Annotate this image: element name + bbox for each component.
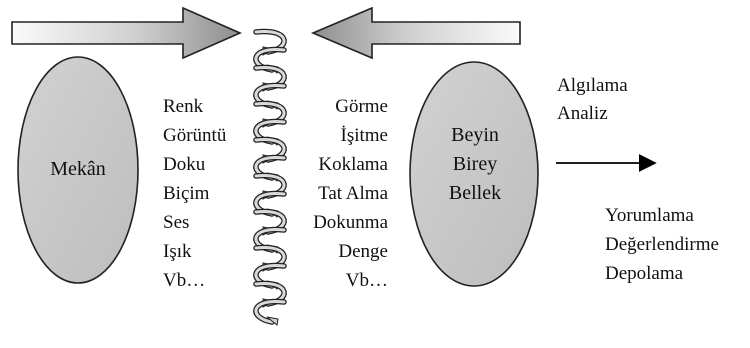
sense-item: İşitme: [340, 125, 389, 146]
block-arrow-right: [11, 6, 242, 60]
brain-line-3: Bellek: [448, 182, 502, 204]
process-item: Analiz: [557, 103, 608, 124]
stimulus-item: Görüntü: [163, 125, 227, 146]
process-list-bottom: Yorumlama Değerlendirme Depolama: [605, 201, 719, 288]
process-item: Yorumlama: [605, 205, 694, 226]
stimulus-item: Renk: [163, 96, 204, 117]
sense-item: Koklama: [318, 154, 388, 175]
stimuli-list: Renk Görüntü Doku Biçim Ses Işık Vb…: [163, 92, 226, 295]
helix-interaction: [253, 28, 287, 326]
process-item: Depolama: [605, 263, 684, 284]
sense-item: Tat Alma: [318, 183, 388, 204]
sense-item: Dokunma: [313, 212, 388, 233]
block-arrow-left: [310, 6, 521, 60]
stimulus-item: Vb…: [163, 270, 206, 291]
space-oval: [17, 56, 139, 284]
stimulus-item: Işık: [163, 241, 192, 262]
helix-arrowhead: [266, 316, 279, 326]
helix-swirl-highlight: [254, 300, 286, 324]
stimulus-item: Biçim: [163, 183, 210, 204]
brain-line-2: Birey: [452, 153, 498, 175]
process-item: Değerlendirme: [605, 234, 719, 255]
process-list-top: Algılama Analiz: [557, 72, 628, 128]
senses-list: Görme İşitme Koklama Tat Alma Dokunma De…: [288, 92, 388, 295]
brain-label-block: Beyin Birey Bellek: [430, 121, 520, 208]
brain-oval: [409, 61, 539, 287]
sense-item: Vb…: [345, 270, 388, 291]
space-label: Mekân: [50, 158, 106, 180]
sense-item: Görme: [335, 96, 388, 117]
stimulus-item: Doku: [163, 154, 206, 175]
stimulus-item: Ses: [163, 212, 190, 233]
brain-line-1: Beyin: [451, 124, 499, 146]
sense-item: Denge: [338, 241, 388, 262]
process-item: Algılama: [557, 75, 628, 96]
